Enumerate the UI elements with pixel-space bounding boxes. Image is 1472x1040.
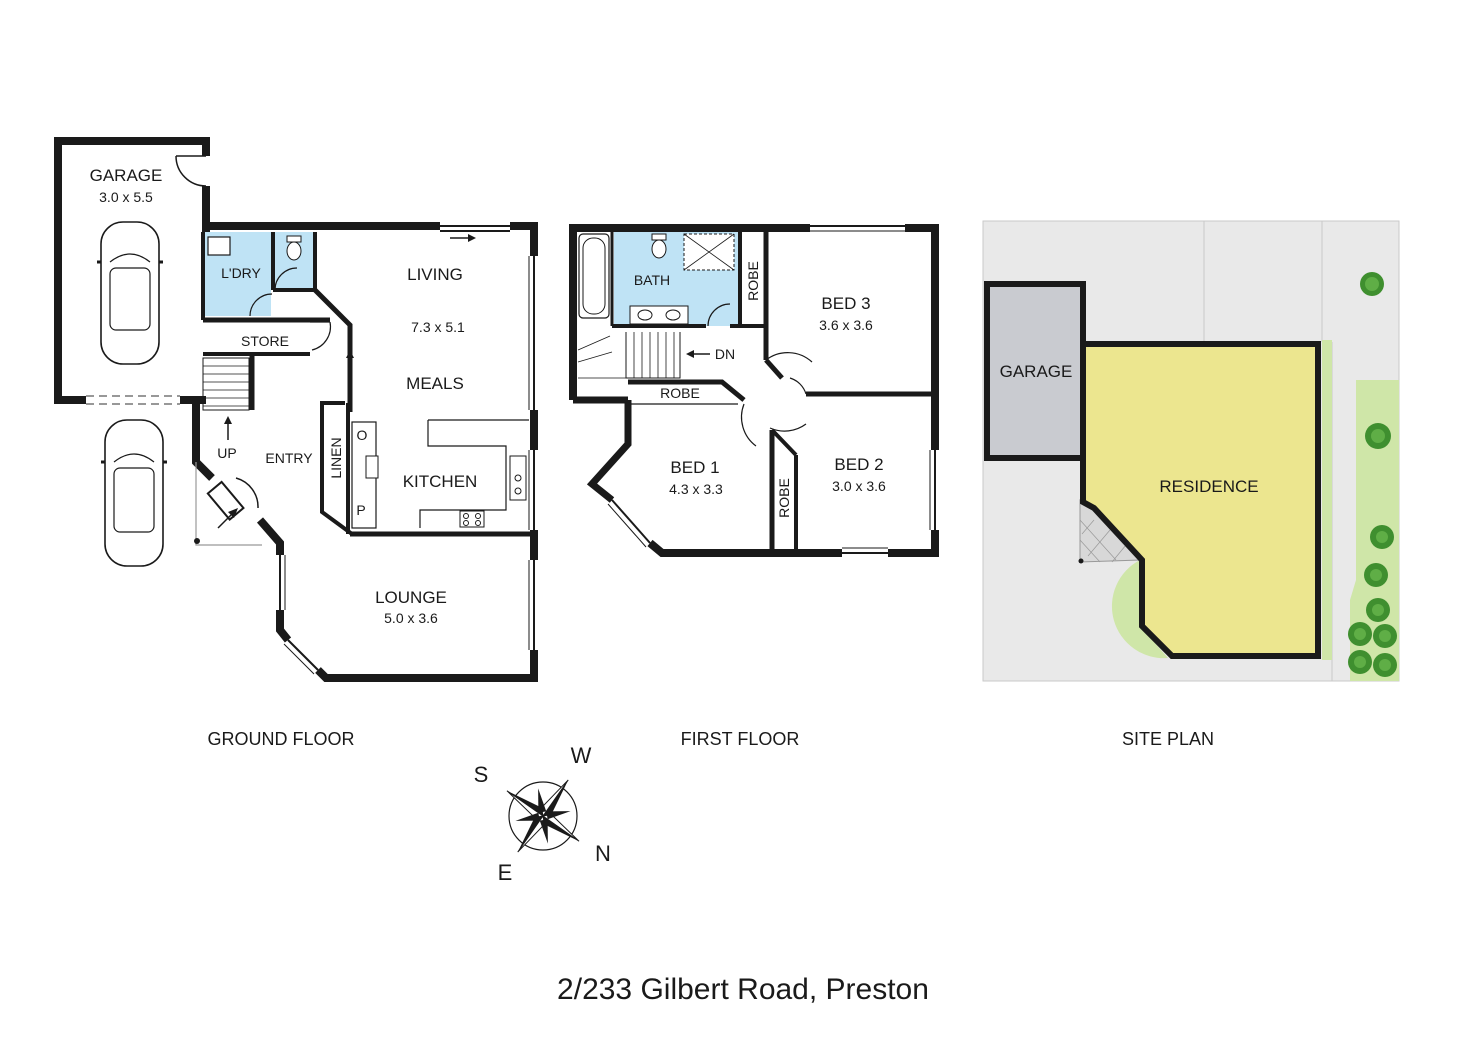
sink-icon [509, 455, 527, 501]
site-garage [984, 281, 1086, 461]
compass-south: S [474, 762, 489, 787]
pantry-o-label: O [357, 427, 368, 443]
staircase [577, 332, 681, 379]
stove-icon [459, 510, 485, 528]
entry-door [206, 480, 245, 521]
residence-footprint [1080, 341, 1321, 659]
bed1-dims: 4.3 x 3.3 [669, 481, 723, 497]
ground-floor-plan: GARAGE 3.0 x 5.5 L'DRY STORE UP ENTRY LI… [54, 137, 538, 682]
robe-top-label: ROBE [745, 261, 761, 301]
living-label: LIVING [407, 265, 463, 284]
toilet-icon [651, 233, 667, 259]
kitchen-bench [419, 420, 507, 528]
residence-label: RESIDENCE [1159, 477, 1258, 496]
entry-label: ENTRY [265, 450, 313, 466]
bed3-label: BED 3 [821, 294, 870, 313]
lounge-label: LOUNGE [375, 588, 447, 607]
bathtub-icon [578, 233, 610, 319]
bath-label: BATH [634, 272, 670, 288]
up-label: UP [217, 445, 236, 461]
garage-label: GARAGE [90, 166, 163, 185]
sink-icon [629, 305, 689, 325]
linen-label: LINEN [328, 437, 344, 478]
compass-north: N [595, 841, 611, 866]
toilet-icon [286, 235, 302, 261]
compass-west: W [571, 743, 592, 768]
garage-door-swing [175, 155, 207, 187]
compass-east: E [498, 860, 513, 885]
store-label: STORE [241, 333, 289, 349]
compass-rose-icon [506, 779, 580, 853]
living-dims: 7.3 x 5.1 [411, 319, 465, 335]
meals-label: MEALS [406, 374, 464, 393]
car-icon [97, 221, 163, 365]
dn-label: DN [715, 346, 735, 362]
site-plan-caption: SITE PLAN [1122, 729, 1214, 749]
fridge [365, 455, 379, 479]
robe-mid-label: ROBE [660, 385, 700, 401]
staircase [202, 357, 250, 411]
porch-outline [195, 462, 262, 546]
site-garage-label: GARAGE [1000, 362, 1073, 381]
garage-wall [54, 137, 210, 404]
pantry-p-label: P [356, 502, 365, 518]
property-address-title: 2/233 Gilbert Road, Preston [557, 973, 929, 1006]
first-floor-caption: FIRST FLOOR [681, 729, 800, 749]
bed3-dims: 3.6 x 3.6 [819, 317, 873, 333]
tree-icon [1348, 272, 1397, 677]
lounge-dims: 5.0 x 3.6 [384, 610, 438, 626]
first-floor-plan: BATH ROBE DN ROBE ROBE BED 3 3.6 x 3.6 B… [569, 224, 939, 557]
ground-floor-caption: GROUND FLOOR [207, 729, 354, 749]
car-icon [101, 419, 167, 567]
bed1-label: BED 1 [670, 458, 719, 477]
laundry-tub [207, 236, 231, 256]
kitchen-label: KITCHEN [403, 472, 478, 491]
bed2-dims: 3.0 x 3.6 [832, 478, 886, 494]
site-plan: GARAGE RESIDENCE [982, 220, 1400, 682]
garage-dims: 3.0 x 5.5 [99, 189, 153, 205]
robe-bed2-label: ROBE [776, 478, 792, 518]
laundry-label: L'DRY [221, 265, 261, 281]
bed2-label: BED 2 [834, 455, 883, 474]
